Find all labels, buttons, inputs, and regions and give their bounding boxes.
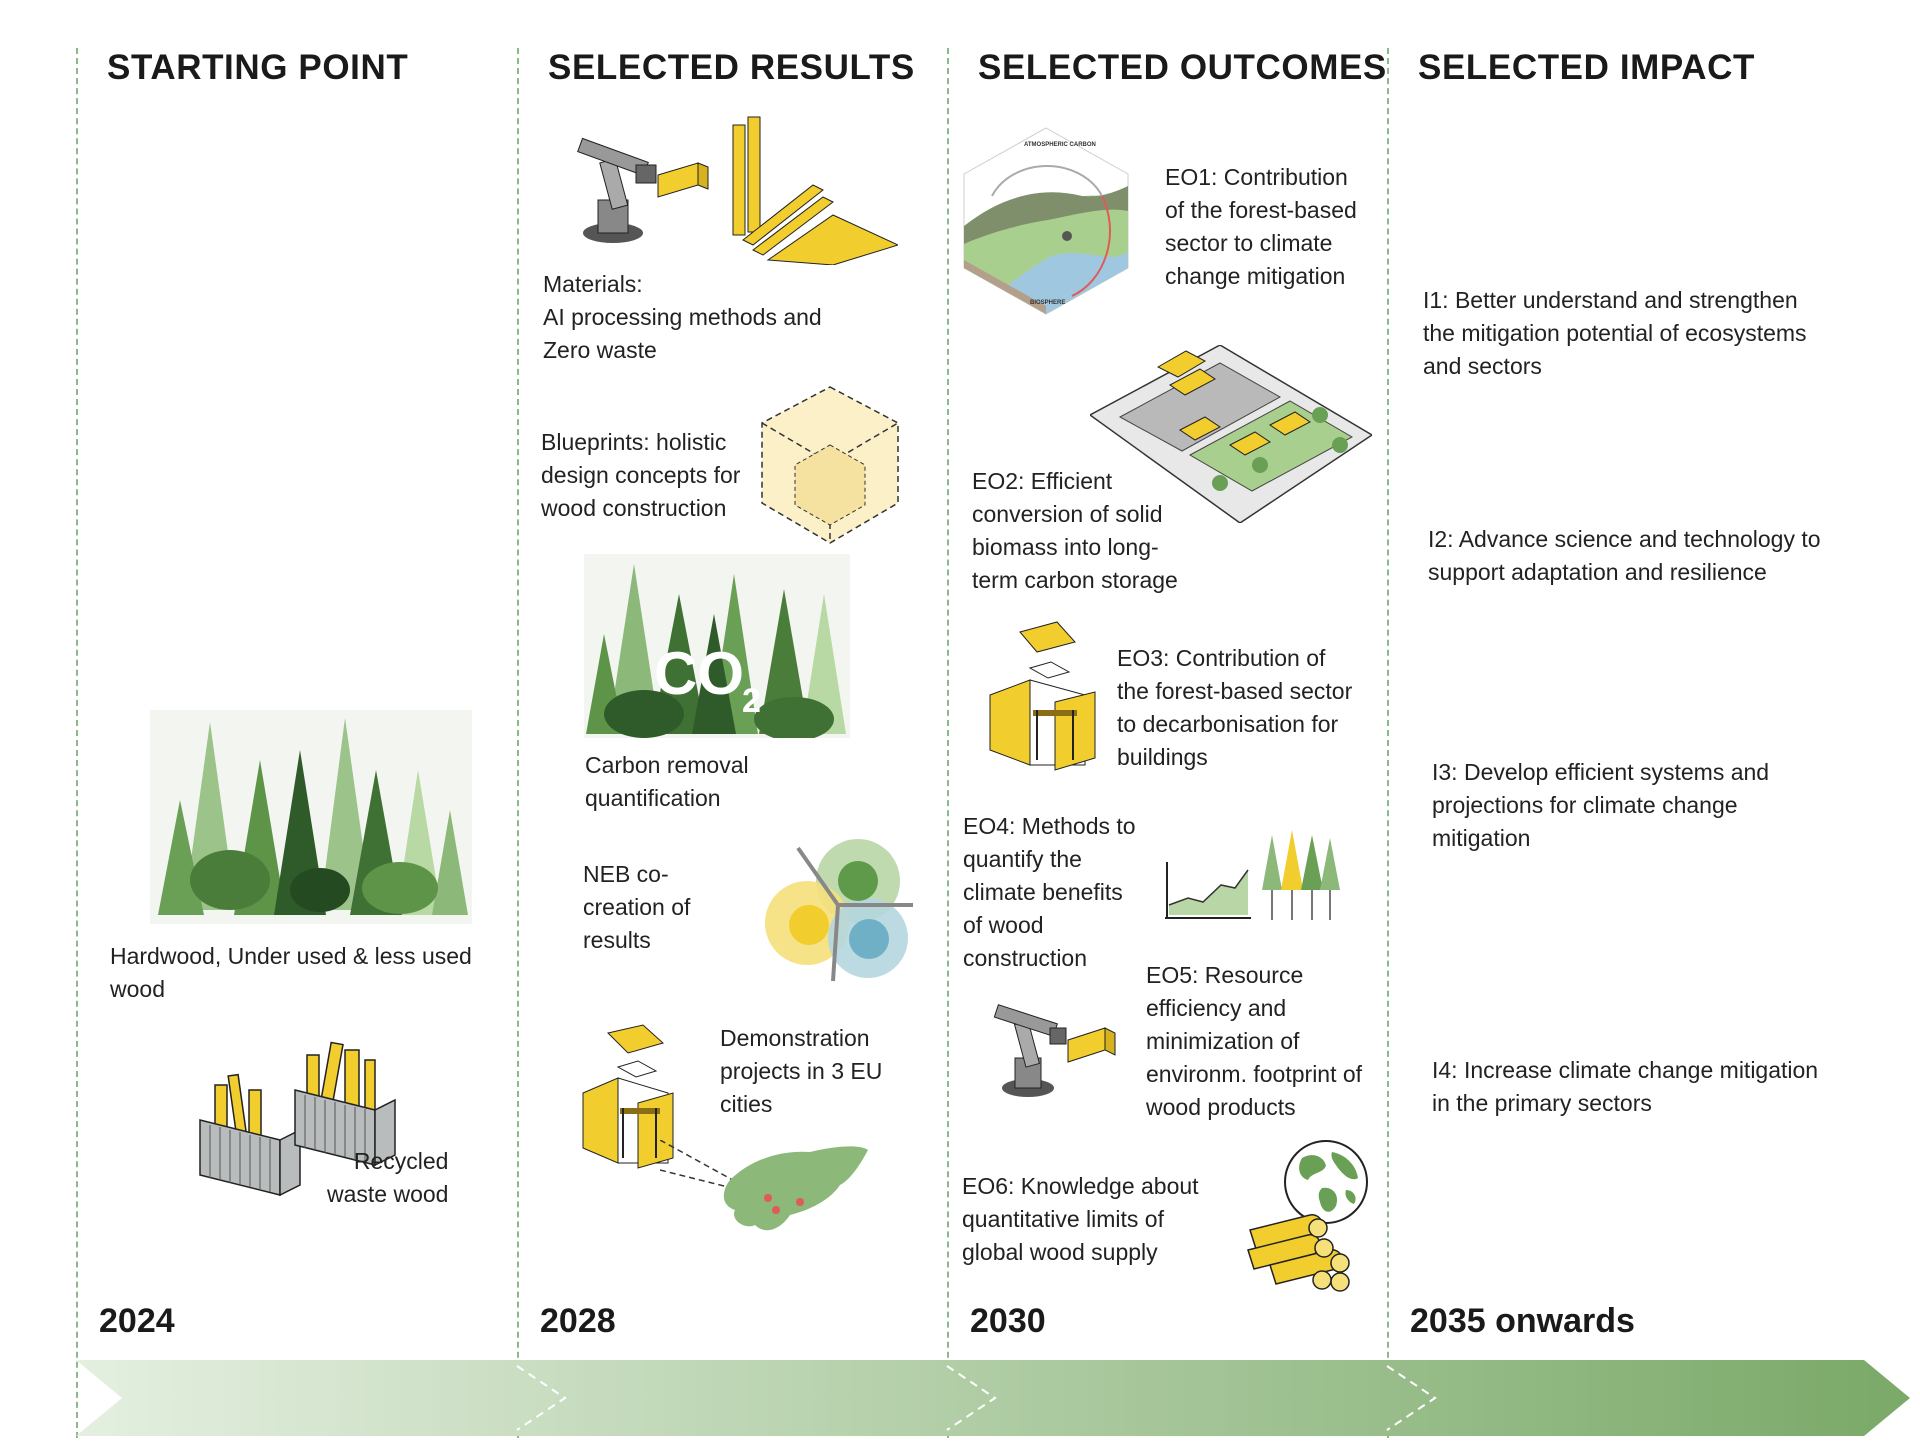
- materials-text: Materials: AI processing methods and Zer…: [543, 271, 822, 363]
- recycled-wood-text: Recycled waste wood: [327, 1148, 449, 1207]
- robot-arm-materials-illustration: [568, 115, 898, 265]
- column-divider-3: [947, 48, 949, 1438]
- growth-chart-icon: [1163, 860, 1253, 922]
- eo5-text: EO5: Resource efficiency and minimizatio…: [1146, 962, 1363, 1120]
- modular-house-illustration: [985, 620, 1100, 772]
- europe-map-illustration: [660, 1140, 870, 1240]
- demonstration-text: Demonstration projects in 3 EU cities: [720, 1025, 883, 1117]
- year-2024: 2024: [99, 1302, 175, 1340]
- forest-illustration: [150, 710, 472, 924]
- year-2028: 2028: [540, 1302, 616, 1340]
- cycle-label-bottom: BIOSPHERE: [1030, 300, 1065, 306]
- heading-selected-outcomes: SELECTED OUTCOMES: [978, 48, 1387, 87]
- hardwood-text: Hardwood, Under used & less used wood: [110, 943, 472, 1002]
- robot-arm-efficiency-illustration: [990, 1000, 1120, 1100]
- eo2-text: EO2: Efficient conversion of solid bioma…: [972, 468, 1178, 593]
- cycle-label-top: ATMOSPHERIC CARBON: [1024, 142, 1096, 148]
- heading-selected-impact: SELECTED IMPACT: [1418, 48, 1755, 87]
- log-pile-icon: [1240, 1210, 1352, 1294]
- neb-venn-icon: [763, 833, 913, 983]
- heading-selected-results: SELECTED RESULTS: [548, 48, 915, 87]
- timeline-arrow: [0, 1356, 1920, 1440]
- carbon-cycle-illustration: ATMOSPHERIC CARBON BIOSPHERE: [962, 126, 1130, 316]
- impact-i1-text: I1: Better understand and strengthen the…: [1423, 287, 1807, 379]
- demo-house-illustration: [578, 1023, 678, 1173]
- recycled-wood-bins-illustration: [195, 1035, 405, 1200]
- eo1-text: EO1: Contribution of the forest-based se…: [1165, 164, 1357, 289]
- eo3-text: EO3: Contribution of the forest-based se…: [1117, 645, 1353, 770]
- year-2035-onwards: 2035 onwards: [1410, 1302, 1635, 1340]
- heading-starting-point: STARTING POINT: [107, 48, 409, 87]
- impact-i3-text: I3: Develop efficient systems and projec…: [1432, 759, 1770, 851]
- blueprint-cube-icon: [760, 385, 900, 550]
- column-divider-4: [1387, 48, 1389, 1438]
- carbon-removal-text: Carbon removal quantification: [585, 752, 749, 811]
- column-divider-2: [517, 48, 519, 1438]
- trees-icon: [1262, 830, 1340, 920]
- city-block-illustration: [1090, 345, 1372, 523]
- year-2030: 2030: [970, 1302, 1046, 1340]
- co2-forest-illustration: CO 2: [584, 554, 850, 738]
- co2-subscript: 2: [742, 682, 761, 720]
- impact-i4-text: I4: Increase climate change mitigation i…: [1432, 1057, 1819, 1116]
- eo6-text: EO6: Knowledge about quantitative limits…: [962, 1173, 1199, 1265]
- globe-icon: [1282, 1138, 1370, 1226]
- neb-text: NEB co- creation of results: [583, 861, 691, 953]
- impact-i2-text: I2: Advance science and technology to su…: [1428, 526, 1821, 585]
- blueprints-text: Blueprints: holistic design concepts for…: [541, 429, 741, 521]
- column-divider-1: [76, 48, 78, 1438]
- co2-label: CO: [654, 640, 744, 707]
- eo4-text: EO4: Methods to quantify the climate ben…: [963, 813, 1136, 971]
